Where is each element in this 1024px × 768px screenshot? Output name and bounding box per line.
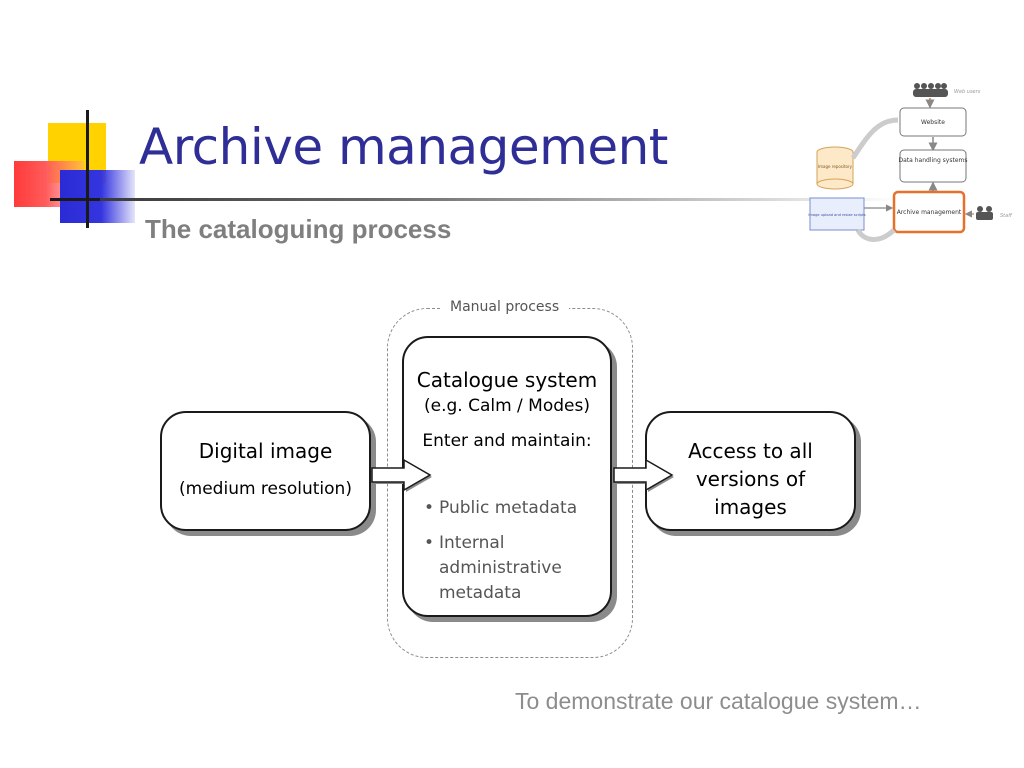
ornament-blue-bar bbox=[60, 170, 135, 223]
digital-image-box: Digital image (medium resolution) bbox=[160, 411, 371, 531]
enter-maintain-label: Enter and maintain: bbox=[422, 431, 592, 451]
manual-process-label: Manual process bbox=[440, 299, 570, 315]
ornament-vertical-line bbox=[86, 110, 89, 228]
web-users-icon bbox=[913, 83, 948, 97]
slide-title: Archive management bbox=[139, 118, 668, 176]
footer-note: To demonstrate our catalogue system… bbox=[515, 688, 922, 714]
arrow-right-icon bbox=[371, 458, 432, 492]
access-versions-text: Access to all versions of images bbox=[688, 439, 813, 519]
metadata-bullet-list: Public metadata Internal administrative … bbox=[424, 496, 609, 616]
staff-icon bbox=[976, 206, 993, 220]
thumb-image-repository: Image repository bbox=[818, 164, 853, 169]
slide-subtitle: The cataloguing process bbox=[145, 214, 452, 244]
bullet-internal-metadata: Internal administrative metadata bbox=[424, 531, 609, 606]
thumb-upload-scripts: Image upload and resize scripts bbox=[808, 213, 865, 217]
catalogue-system-example: (e.g. Calm / Modes) bbox=[423, 396, 590, 416]
thumb-website: Website bbox=[921, 119, 945, 126]
digital-image-title: Digital image bbox=[198, 439, 333, 463]
arrow-right-icon bbox=[613, 458, 674, 492]
thumb-data-handling: Data handling systems bbox=[899, 157, 968, 164]
thumb-users-label: Web users bbox=[954, 89, 981, 95]
digital-image-subtitle: (medium resolution) bbox=[179, 479, 352, 499]
catalogue-system-title: Catalogue system bbox=[416, 368, 598, 392]
thumb-archive-management: Archive management bbox=[897, 209, 962, 216]
ornament-horizontal-line bbox=[50, 198, 144, 201]
title-underline bbox=[100, 198, 900, 201]
thumb-staff-label: Staff bbox=[1000, 213, 1013, 219]
svg-text:Data handling systems: Data handling systems bbox=[899, 157, 968, 164]
system-overview-thumbnail: Web users Website Data handling systems … bbox=[808, 83, 1013, 242]
bullet-public-metadata: Public metadata bbox=[424, 496, 609, 521]
catalogue-system-box: Catalogue system (e.g. Calm / Modes) Ent… bbox=[402, 336, 612, 617]
access-versions-box: Access to all versions of images bbox=[645, 411, 856, 531]
